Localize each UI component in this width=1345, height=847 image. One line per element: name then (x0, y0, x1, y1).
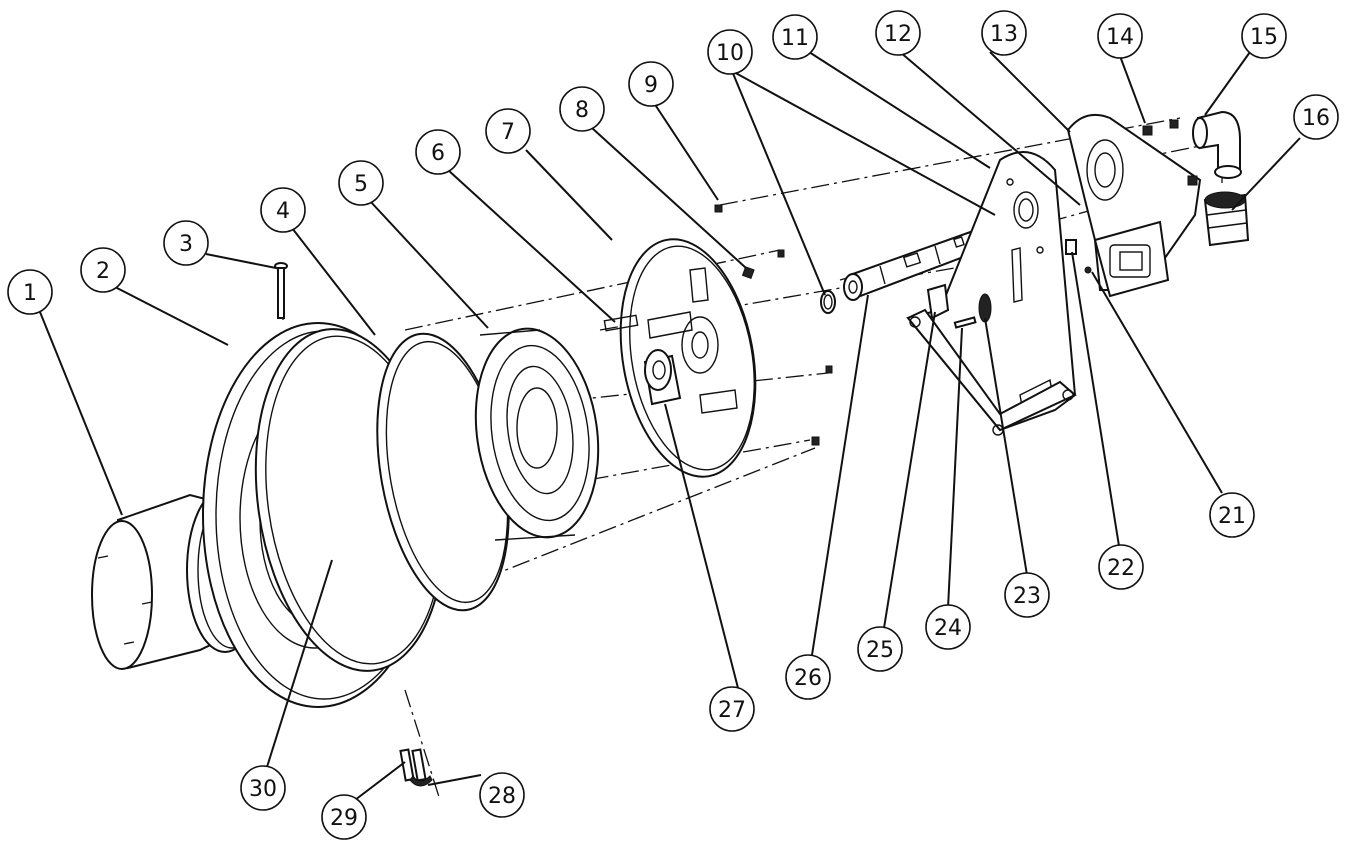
callout-27: 27 (709, 686, 755, 732)
callout-11: 11 (772, 14, 818, 60)
callout-26-label: 26 (794, 666, 822, 691)
callout-25: 25 (857, 626, 903, 672)
callout-1: 1 (7, 269, 53, 315)
callout-2: 2 (80, 247, 126, 293)
callout-16: 16 (1293, 94, 1339, 140)
callout-16-label: 16 (1302, 106, 1330, 131)
callout-13: 13 (981, 10, 1027, 56)
callout-24: 24 (925, 604, 971, 650)
callout-6: 6 (415, 129, 461, 175)
part-15-elbow (1192, 110, 1242, 179)
callout-4-label: 4 (276, 199, 290, 224)
part-27-hub (643, 349, 682, 406)
callout-7-label: 7 (501, 120, 515, 145)
callout-1-label: 1 (23, 281, 37, 306)
callout-15-label: 15 (1250, 25, 1278, 50)
callout-3-label: 3 (179, 232, 193, 257)
part-23-spring (978, 293, 992, 323)
callout-23: 23 (1004, 572, 1050, 618)
part-3-bolt (274, 262, 288, 319)
callout-13-label: 13 (990, 22, 1018, 47)
callout-9: 9 (628, 61, 674, 107)
part-14-nuts (1142, 119, 1198, 186)
part-16-fitting (1203, 191, 1250, 247)
callout-11-label: 11 (781, 26, 809, 51)
part-11-bracket (906, 151, 1077, 436)
callout-5-label: 5 (354, 172, 368, 197)
callout-9-label: 9 (644, 73, 658, 98)
callout-5: 5 (338, 160, 384, 206)
small-nuts (714, 204, 833, 446)
callout-21: 21 (1209, 492, 1255, 538)
callout-23-label: 23 (1013, 584, 1041, 609)
callout-27-label: 27 (718, 698, 746, 723)
part-26-shaft (843, 223, 997, 301)
callout-3: 3 (163, 220, 209, 266)
callout-14-label: 14 (1106, 25, 1134, 50)
callout-8-label: 8 (575, 98, 589, 123)
callout-8: 8 (559, 86, 605, 132)
part-13-swivel-arm (1066, 114, 1202, 298)
callout-22-label: 22 (1107, 556, 1135, 581)
callout-24-label: 24 (934, 616, 962, 641)
callout-26: 26 (785, 654, 831, 700)
callout-30: 30 (240, 765, 286, 811)
part-7-spring-disc (603, 238, 757, 478)
part-22-fitting (1065, 239, 1077, 255)
part-28-clip-base (409, 775, 433, 787)
callout-10: 10 (707, 29, 753, 75)
callout-6-label: 6 (431, 141, 445, 166)
callout-12: 12 (875, 10, 921, 56)
callout-28-label: 28 (488, 784, 516, 809)
callout-21-label: 21 (1218, 504, 1246, 529)
callout-2-label: 2 (96, 259, 110, 284)
part-25-pawl (926, 283, 950, 320)
part-24-pin (953, 316, 977, 329)
callout-29-label: 29 (330, 806, 358, 831)
callout-30-label: 30 (249, 777, 277, 802)
callout-15: 15 (1241, 13, 1287, 59)
part-5-spring-housing (376, 327, 600, 612)
callout-12-label: 12 (884, 22, 912, 47)
callout-28: 28 (479, 772, 525, 818)
callout-29: 29 (321, 794, 367, 840)
callout-4: 4 (260, 187, 306, 233)
leader-lines (39, 51, 1301, 801)
callout-22: 22 (1098, 544, 1144, 590)
callout-25-label: 25 (866, 638, 894, 663)
callout-10-label: 10 (716, 41, 744, 66)
part-21-nut (1084, 266, 1092, 274)
callout-14: 14 (1097, 13, 1143, 59)
callout-7: 7 (485, 108, 531, 154)
